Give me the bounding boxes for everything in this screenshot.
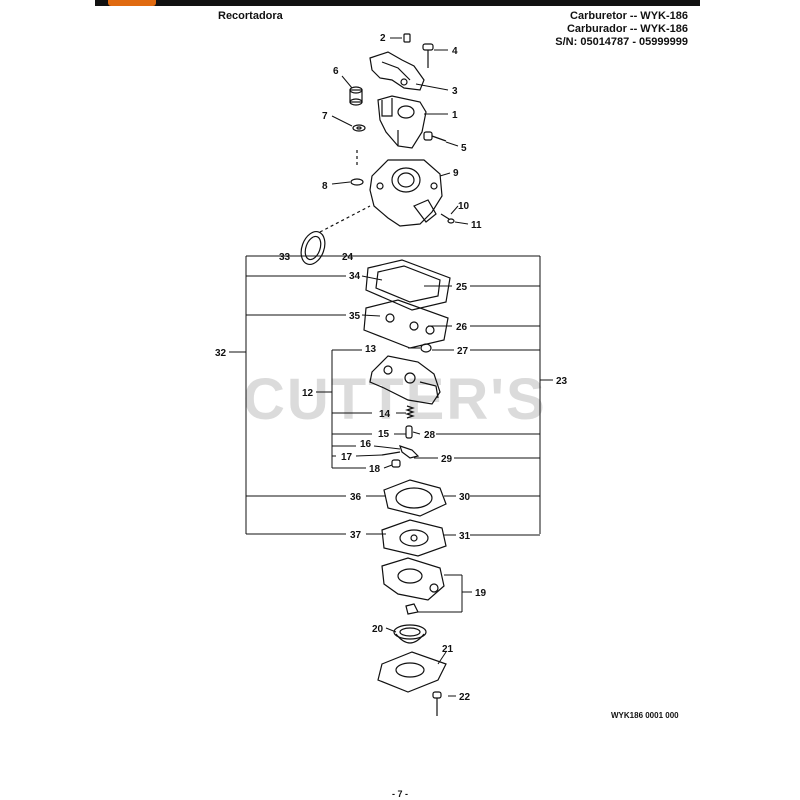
header-model-en: Carburetor -- WYK-186 — [570, 10, 688, 22]
metering-cover-part — [381, 557, 445, 601]
callout-10: 10 — [458, 201, 470, 212]
callout-20: 20 — [372, 624, 384, 635]
fitting-part-6 — [349, 86, 363, 106]
callout-26: 26 — [456, 322, 468, 333]
screw-part-22 — [432, 691, 442, 716]
callout-5: 5 — [461, 143, 467, 154]
header-left-title: Recortadora — [218, 10, 283, 22]
page-number: - 7 - — [391, 789, 408, 799]
pump-diaphragm-part — [365, 259, 451, 311]
needle-part — [405, 425, 413, 439]
carburetor-body-part — [369, 159, 443, 227]
throttle-body-part — [377, 95, 427, 149]
screw-part-4 — [422, 43, 434, 68]
metering-gasket-part — [383, 479, 447, 517]
bracket-part — [369, 51, 425, 91]
lever-pin-part — [381, 451, 401, 456]
callout-7: 7 — [322, 111, 328, 122]
callout-15: 15 — [378, 429, 390, 440]
callout-17: 17 — [341, 452, 353, 463]
callout-27: 27 — [457, 346, 469, 357]
callout-22: 22 — [459, 692, 471, 703]
header-serial-range: S/N: 05014787 - 05999999 — [555, 36, 688, 48]
watermark: CUTTER'S — [243, 367, 547, 432]
callout-32: 32 — [215, 348, 227, 359]
pin-part — [403, 33, 411, 43]
parts-drawings — [300, 33, 455, 716]
callout-8: 8 — [322, 181, 328, 192]
washer-part-8 — [350, 178, 364, 186]
callout-12: 12 — [302, 388, 314, 399]
spring-part — [405, 405, 415, 419]
callout-33: 33 — [279, 252, 291, 263]
carb-main-body-part — [369, 355, 441, 405]
bulb-retainer-part — [377, 651, 447, 693]
screen-part — [420, 343, 432, 353]
callout-3: 3 — [452, 86, 458, 97]
callout-16: 16 — [360, 439, 372, 450]
callout-28: 28 — [424, 430, 436, 441]
leader-lines — [229, 37, 553, 697]
callout-25: 25 — [456, 282, 468, 293]
screw-part-18 — [391, 459, 401, 468]
pump-gasket-part — [363, 299, 449, 349]
callout-13: 13 — [365, 344, 377, 355]
callout-36: 36 — [350, 492, 362, 503]
callout-31: 31 — [459, 531, 471, 542]
header-model-es: Carburador -- WYK-186 — [566, 23, 688, 35]
callout-24: 24 — [342, 252, 354, 263]
brand-logo — [108, 0, 156, 6]
header-right-block: Carburetor -- WYK-186 Carburador -- WYK-… — [555, 10, 688, 49]
drawing-reference: WYK186 0001 000 — [611, 711, 679, 720]
callout-6: 6 — [333, 66, 339, 77]
callout-35: 35 — [349, 311, 361, 322]
lever-part — [399, 445, 420, 459]
callout-23: 23 — [556, 376, 568, 387]
callout-19: 19 — [475, 588, 487, 599]
callout-34: 34 — [349, 271, 361, 282]
callout-14: 14 — [379, 409, 391, 420]
gasket-ring-part — [300, 230, 326, 266]
header-bar — [95, 0, 700, 6]
primer-bulb-part — [393, 624, 427, 644]
callout-2: 2 — [380, 33, 386, 44]
callout-29: 29 — [441, 454, 453, 465]
cover-fitting-part — [405, 603, 419, 615]
callout-1: 1 — [452, 110, 458, 121]
callout-30: 30 — [459, 492, 471, 503]
callout-18: 18 — [369, 464, 381, 475]
callout-9: 9 — [453, 168, 459, 179]
washer-part-7 — [352, 124, 366, 132]
metering-diaphragm-part — [381, 519, 447, 557]
screw-part-5 — [423, 131, 447, 142]
jet-part — [447, 218, 455, 224]
callout-21: 21 — [442, 644, 454, 655]
callout-4: 4 — [452, 46, 458, 57]
callout-11: 11 — [471, 220, 482, 231]
callout-37: 37 — [350, 530, 362, 541]
callout-labels: 2 4 3 6 7 1 5 8 9 10 11 33 24 34 25 35 2… — [215, 33, 568, 703]
